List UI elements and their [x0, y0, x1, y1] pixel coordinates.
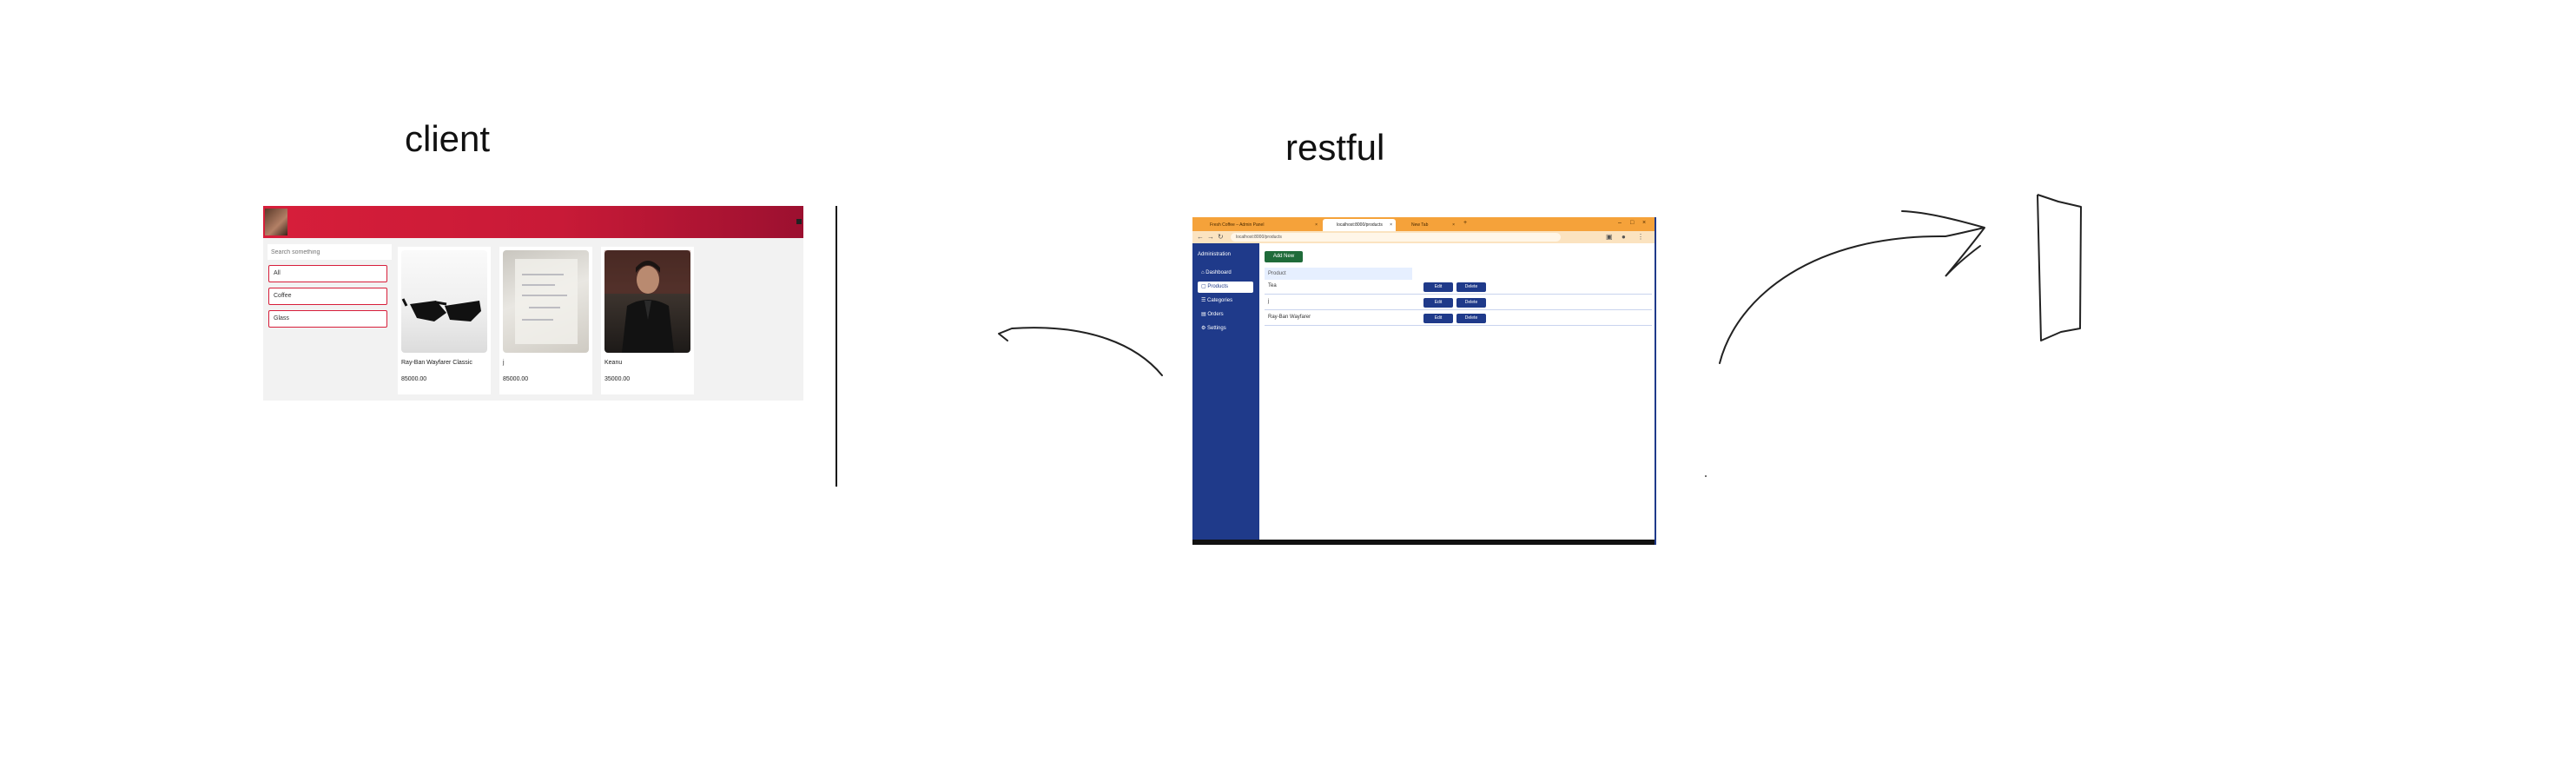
- sunglasses-illustration: [401, 298, 481, 321]
- delete-button[interactable]: Delete: [1456, 282, 1486, 292]
- product-card[interactable]: j 85000.00: [499, 247, 592, 394]
- row-name: j: [1268, 299, 1270, 304]
- new-tab-icon[interactable]: +: [1463, 220, 1468, 226]
- sidebar-item-settings[interactable]: ⚙ Settings: [1198, 323, 1253, 335]
- maximize-icon[interactable]: □: [1630, 220, 1635, 226]
- window-close-icon[interactable]: ×: [1642, 220, 1647, 226]
- edit-button[interactable]: Edit: [1423, 298, 1453, 308]
- list-icon: ☰: [1201, 298, 1208, 303]
- table-row: j Edit Delete: [1265, 295, 1652, 310]
- product-card[interactable]: Ray-Ban Wayfarer Classic 85000.00: [398, 247, 491, 394]
- reload-icon[interactable]: ↻: [1218, 233, 1224, 241]
- sidebar-item-orders[interactable]: ▤ Orders: [1198, 309, 1253, 321]
- browser-tab-bar: Fresh Coffee – Admin Panel × localhost:80…: [1192, 217, 1655, 231]
- tab-label: localhost:8000/products: [1337, 222, 1383, 228]
- sidebar-item-label: Categories: [1207, 298, 1233, 303]
- menu-icon[interactable]: [796, 219, 802, 224]
- tab-label: Fresh Coffee – Admin Panel: [1210, 222, 1265, 228]
- profile-icon[interactable]: ●: [1622, 233, 1626, 241]
- receipt-icon: ▤: [1201, 312, 1208, 317]
- sidebar-item-label: Settings: [1207, 326, 1226, 331]
- edit-button[interactable]: Edit: [1423, 314, 1453, 323]
- sidebar-item-products[interactable]: ▢ Products: [1198, 282, 1253, 293]
- client-header: [263, 206, 803, 238]
- product-card[interactable]: Keanu 35000.00: [601, 247, 694, 394]
- close-icon[interactable]: ×: [1452, 222, 1455, 228]
- sidebar-item-dashboard[interactable]: ⌂ Dashboard: [1198, 268, 1253, 279]
- url-field[interactable]: localhost:8000/products: [1231, 233, 1561, 242]
- tab-label: New Tab: [1411, 222, 1429, 228]
- curve-hook: [1945, 227, 1985, 277]
- client-screenshot: All Coffee Glass Ray-Ban Wayfarer Classi…: [263, 206, 803, 401]
- browser-tab[interactable]: New Tab ×: [1397, 219, 1458, 231]
- client-label: client: [405, 118, 491, 159]
- paper-illustration: [515, 259, 578, 344]
- minimize-icon[interactable]: –: [1618, 220, 1622, 226]
- taskbar: [1192, 540, 1655, 545]
- product-title: Keanu: [604, 360, 623, 366]
- gear-icon: ⚙: [1201, 326, 1208, 331]
- restful-label: restful: [1285, 127, 1385, 168]
- product-title: Ray-Ban Wayfarer Classic: [401, 360, 472, 366]
- restful-screenshot: Fresh Coffee – Admin Panel × localhost:80…: [1192, 217, 1656, 545]
- divider-line: [836, 206, 837, 487]
- box-icon: ▢: [1201, 284, 1208, 289]
- product-price: 35000.00: [604, 376, 631, 382]
- sidebar-item-label: Products: [1207, 284, 1229, 289]
- avatar[interactable]: [265, 209, 287, 235]
- category-item-glass[interactable]: Glass: [268, 310, 387, 328]
- forward-icon[interactable]: →: [1207, 233, 1214, 241]
- product-price: 85000.00: [401, 376, 427, 382]
- close-icon[interactable]: ×: [1315, 222, 1318, 228]
- delete-button[interactable]: Delete: [1456, 314, 1486, 323]
- sketch-dot: [1705, 475, 1707, 477]
- back-icon[interactable]: ←: [1197, 233, 1204, 241]
- product-title: j: [503, 360, 505, 366]
- person-illustration: [604, 250, 690, 353]
- handwritten-paper-image: [503, 250, 589, 353]
- home-icon: ⌂: [1201, 270, 1206, 275]
- table-header: Product: [1265, 268, 1412, 280]
- sidebar-item-label: Dashboard: [1205, 270, 1232, 275]
- search-input[interactable]: [268, 244, 392, 260]
- address-bar: ← → ↻ localhost:8000/products ▣ ● ⋮: [1192, 231, 1655, 243]
- admin-main: Add New Product Product Tea Edit Delete …: [1259, 243, 1655, 545]
- category-item-all[interactable]: All: [268, 265, 387, 282]
- row-name: Ray-Ban Wayfarer: [1268, 315, 1311, 320]
- browser-tab[interactable]: Fresh Coffee – Admin Panel ×: [1196, 219, 1321, 231]
- browser-menu-icon[interactable]: ⋮: [1637, 233, 1644, 241]
- table-row: Tea Edit Delete: [1265, 280, 1652, 295]
- table-row: Ray-Ban Wayfarer Edit Delete: [1265, 311, 1652, 326]
- row-name: Tea: [1268, 283, 1277, 288]
- curve-stroke: [1719, 210, 1985, 364]
- delete-button[interactable]: Delete: [1456, 298, 1486, 308]
- sunglasses-image: [401, 250, 487, 353]
- brand-title: Administration: [1198, 252, 1232, 257]
- category-item-coffee[interactable]: Coffee: [268, 288, 387, 305]
- arrow-to-client: [998, 327, 1163, 376]
- man-in-suit-image: [604, 250, 690, 353]
- admin-sidebar: Administration ⌂ Dashboard ▢ Products ☰ …: [1192, 243, 1259, 545]
- extensions-icon[interactable]: ▣: [1606, 233, 1613, 241]
- box-sketch: [2037, 194, 2082, 341]
- edit-button[interactable]: Edit: [1423, 282, 1453, 292]
- sidebar-item-categories[interactable]: ☰ Categories: [1198, 295, 1253, 307]
- close-icon[interactable]: ×: [1390, 222, 1392, 228]
- product-price: 85000.00: [503, 376, 529, 382]
- browser-tab-active[interactable]: localhost:8000/products ×: [1323, 219, 1396, 231]
- sidebar-item-label: Orders: [1207, 312, 1224, 317]
